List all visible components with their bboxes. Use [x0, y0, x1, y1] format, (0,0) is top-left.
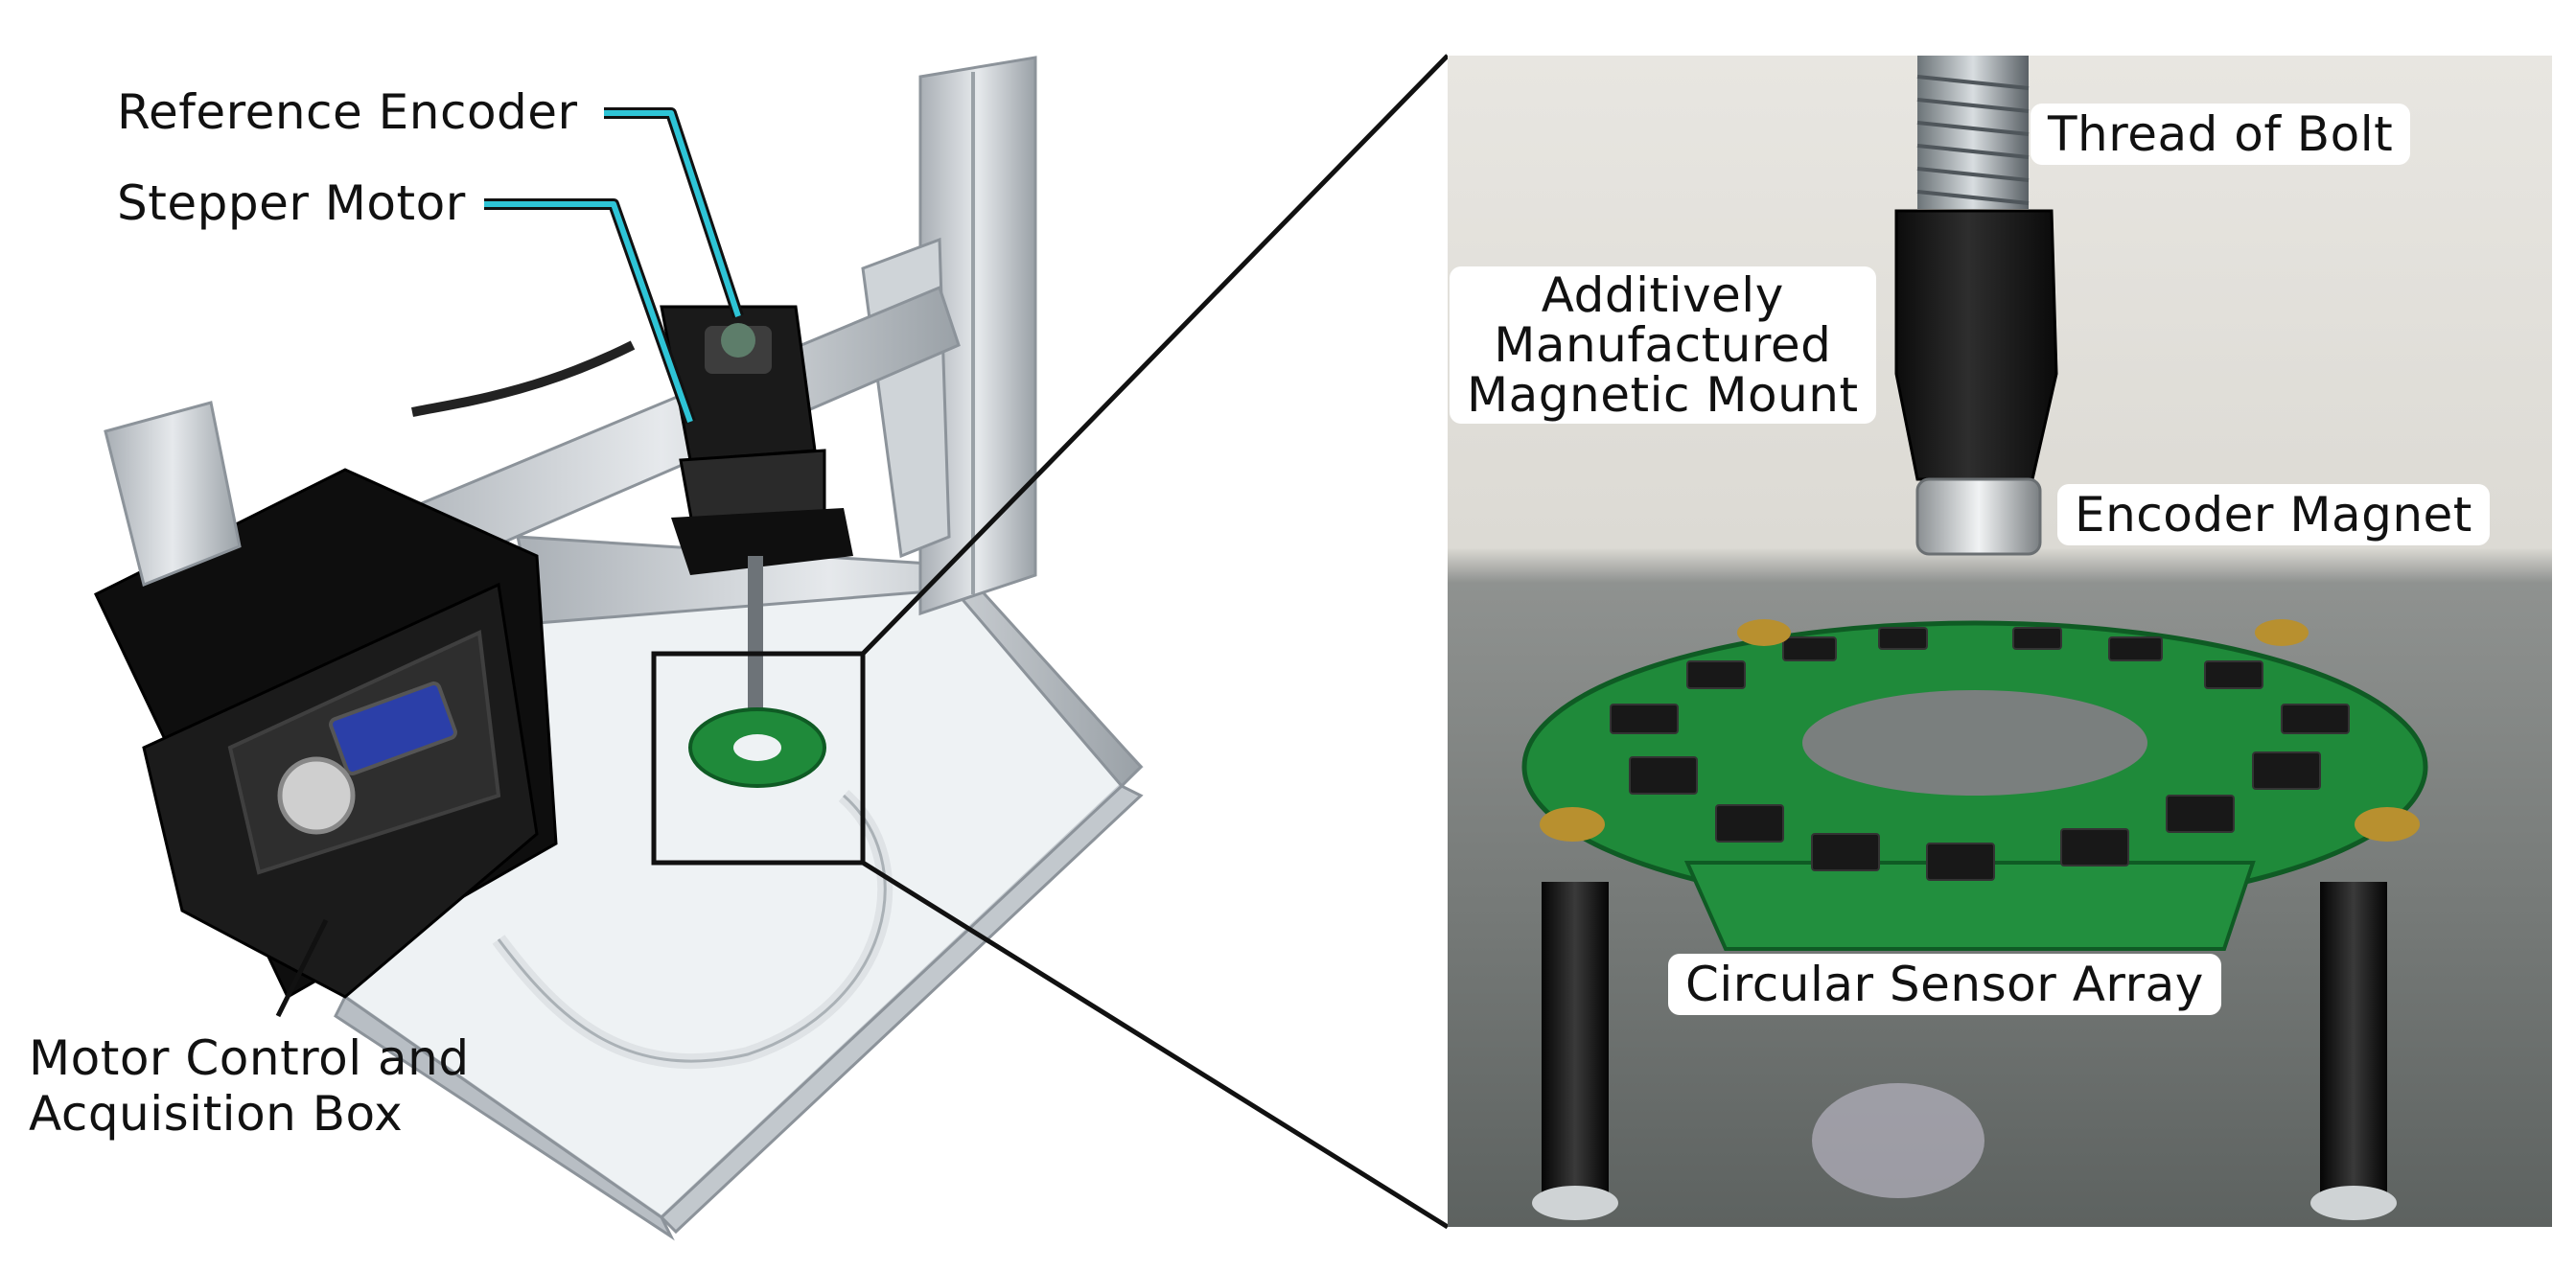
label-circular-sensor-array: Circular Sensor Array: [1668, 954, 2221, 1015]
closeup-photo: [1448, 56, 2552, 1227]
leader-lines: [275, 54, 1450, 1230]
test-rig-photo: [94, 56, 1144, 1241]
label-thread-of-bolt: Thread of Bolt: [2031, 104, 2411, 165]
label-magnetic-mount: Additively Manufactured Magnetic Mount: [1450, 266, 1876, 424]
encoder-magnet: [1915, 477, 2042, 556]
label-reference-encoder: Reference Encoder: [117, 84, 578, 140]
label-motor-control-box: Motor Control and Acquisition Box: [29, 1030, 470, 1142]
label-mount-line2: Manufactured: [1494, 317, 1832, 373]
label-mount-line1: Additively: [1541, 267, 1784, 323]
zoom-box: [651, 651, 866, 866]
magnetic-mount: [1894, 209, 2058, 481]
label-stepper-motor: Stepper Motor: [117, 175, 466, 231]
label-motor-control-line1: Motor Control and: [29, 1030, 470, 1086]
standoff-left: [1542, 882, 1609, 1198]
standoff-right: [2320, 882, 2387, 1198]
label-encoder-magnet: Encoder Magnet: [2057, 484, 2490, 545]
lcd-display: [329, 681, 457, 776]
motor-shaft: [748, 556, 763, 719]
label-mount-line3: Magnetic Mount: [1467, 367, 1859, 423]
label-motor-control-line2: Acquisition Box: [29, 1086, 404, 1142]
control-knob: [277, 756, 356, 835]
